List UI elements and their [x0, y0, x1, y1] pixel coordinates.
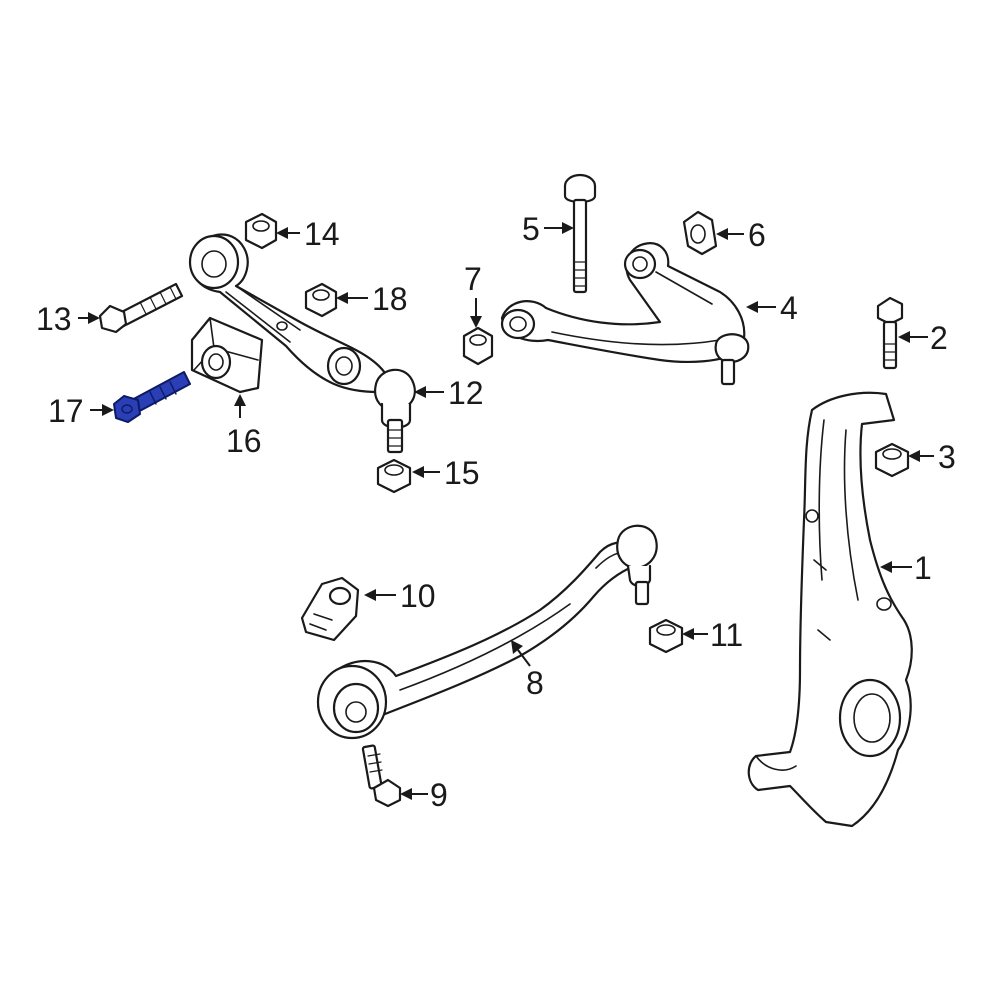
- callout-label-14: 14: [304, 216, 340, 252]
- part-8-lower-control-arm: [316, 524, 658, 740]
- callout-label-4: 4: [780, 290, 798, 326]
- part-2-bolt: [876, 296, 904, 370]
- callout-7: 7: [464, 261, 482, 328]
- part-17-bolt-highlighted[interactable]: [113, 371, 191, 423]
- part-16-bushing: [190, 316, 264, 394]
- part-6-nut: [682, 210, 718, 256]
- part-13-bolt: [98, 282, 184, 334]
- callout-label-11: 11: [710, 617, 743, 653]
- callouts: 1 2 3 4 5 6: [36, 211, 956, 813]
- callout-label-5: 5: [522, 211, 540, 247]
- callout-13: 13: [36, 301, 100, 337]
- part-5-bolt: [563, 173, 597, 294]
- part-12-control-arm: [188, 233, 416, 454]
- callout-label-15: 15: [444, 455, 480, 491]
- callout-3: 3: [908, 439, 956, 475]
- part-15-nut: [376, 458, 412, 494]
- callout-6: 6: [716, 217, 766, 253]
- callout-8: 8: [511, 640, 544, 701]
- part-14-nut: [244, 212, 278, 250]
- callout-15: 15: [412, 455, 480, 491]
- callout-label-8: 8: [526, 665, 544, 701]
- callout-label-16: 16: [226, 423, 262, 459]
- callout-9: 9: [400, 777, 448, 813]
- callout-label-2: 2: [930, 320, 948, 356]
- callout-18: 18: [336, 281, 408, 317]
- callout-2: 2: [898, 320, 948, 356]
- callout-label-7: 7: [464, 261, 482, 297]
- callout-5: 5: [522, 211, 574, 247]
- part-4-upper-control-arm: [500, 242, 750, 386]
- callout-label-3: 3: [938, 439, 956, 475]
- part-1-steering-knuckle: [747, 391, 913, 828]
- callout-label-12: 12: [448, 375, 484, 411]
- callout-17: 17: [48, 393, 114, 429]
- callout-label-17: 17: [48, 393, 84, 429]
- callout-1: 1: [880, 550, 932, 586]
- part-11-nut: [648, 618, 684, 654]
- callout-16: 16: [226, 394, 262, 459]
- callout-label-9: 9: [430, 777, 448, 813]
- part-3-nut: [874, 442, 910, 478]
- part-9-bolt: [361, 744, 402, 808]
- callout-label-1: 1: [914, 550, 932, 586]
- callout-label-10: 10: [400, 578, 436, 614]
- callout-12: 12: [414, 375, 484, 411]
- part-10-bracket: [300, 576, 360, 642]
- callout-label-6: 6: [748, 217, 766, 253]
- callout-14: 14: [276, 216, 340, 252]
- callout-10: 10: [364, 578, 436, 614]
- callout-4: 4: [746, 290, 798, 326]
- part-7-nut: [462, 326, 494, 366]
- callout-label-13: 13: [36, 301, 72, 337]
- callout-label-18: 18: [372, 281, 408, 317]
- callout-11: 11: [682, 617, 743, 653]
- part-18-nut: [304, 282, 338, 318]
